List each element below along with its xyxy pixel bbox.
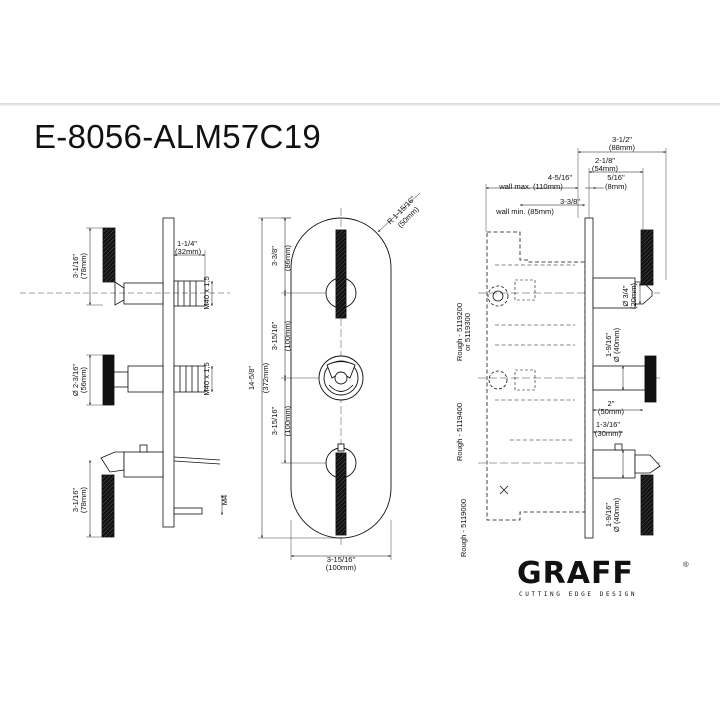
dim-depth-50-mm: (50mm)	[598, 407, 625, 416]
rough-top-line2: or 5119300	[463, 313, 472, 351]
dim-plate-thk-val: 5/16"	[607, 173, 625, 182]
dim-plate-height-val: 14-5/8"	[247, 366, 256, 391]
dim-spacing-upper-val: 3-15/16"	[270, 321, 279, 350]
front-top-handle	[325, 229, 357, 319]
dim-wall-max: wall max. (110mm)	[498, 182, 563, 191]
page-title: E-8056-ALM57C19	[34, 118, 321, 155]
install-bottom-handle	[592, 443, 661, 536]
dim-plate-thk-mm: (8mm)	[605, 182, 627, 191]
dim-depth-30-val: 1-3/16"	[596, 420, 621, 429]
dim-diverter-dia-mm: (56mm)	[79, 366, 88, 393]
dim-mid-dia-val: 1-9/16"	[604, 333, 613, 358]
dim-bot-dia-mm: Ø (40mm)	[612, 497, 621, 532]
dim-wall-max-val: 4-5/16"	[548, 173, 573, 182]
dim-thread-mid: M40 x 1,5	[202, 362, 211, 395]
dim-mid-dia-mm: Ø (40mm)	[612, 327, 621, 362]
side-bottom-handle	[100, 444, 221, 538]
side-view	[20, 217, 230, 538]
dim-total-depth-mm: (88mm)	[609, 143, 636, 152]
dim-spacing-upper-mm: (100mm)	[283, 320, 292, 351]
dim-bottom-handle-h-mm: (78mm)	[79, 486, 88, 513]
dim-spacing-lower-mm: (100mm)	[283, 405, 292, 436]
dim-screw: M4	[220, 495, 229, 506]
dim-depth-54-val: 2-1/8"	[595, 156, 615, 165]
front-bottom-handle	[325, 443, 357, 536]
side-view-labels: 3-1/16" (78mm) 1-1/4" (32mm) M40 x 1,5 M…	[71, 239, 229, 513]
dim-top-offset-mm: (86mm)	[283, 244, 292, 271]
rough-mid: Rough - 5119400	[455, 403, 464, 461]
install-diverter-handle	[592, 355, 657, 403]
front-diverter-handle	[318, 355, 364, 401]
front-view	[258, 192, 421, 560]
dim-wall-min-val: 3-3/8"	[560, 197, 580, 206]
dim-bottom-handle-h-val: 3-1/16"	[71, 488, 80, 513]
brand-registered-mark: ®	[683, 560, 689, 569]
rough-bot: Rough - 5119000	[459, 499, 468, 557]
dim-thread-top: M40 x 1,5	[202, 276, 211, 309]
dim-depth-54-mm: (54mm)	[592, 164, 619, 173]
rough-top-line1: Rough - 5119200	[455, 303, 464, 361]
dim-top-dia-val: Ø 3/4"	[621, 285, 630, 307]
dim-total-depth-val: 3-1/2"	[612, 135, 632, 144]
dim-depth-50-val: 2"	[608, 399, 615, 408]
dim-cartridge-len-mm: (32mm)	[175, 247, 202, 256]
dim-diverter-dia-val: Ø 2-3/16"	[71, 364, 80, 397]
dim-wall-min: wall min. (85mm)	[495, 207, 554, 216]
dim-bot-dia-val: 1-9/16"	[604, 503, 613, 528]
side-plate	[162, 217, 175, 528]
side-top-handle	[20, 227, 230, 307]
install-view-labels: 3-1/2" (88mm) 2-1/8" (54mm) 4-5/16" wall…	[455, 135, 638, 557]
dim-top-offset-val: 3-3/8"	[270, 246, 279, 266]
side-diverter-handle	[102, 354, 206, 406]
header-rule	[0, 103, 720, 106]
dim-cartridge-len-val: 1-1/4"	[177, 239, 197, 248]
dim-depth-30-mm: (30mm)	[595, 429, 622, 438]
install-view	[478, 148, 667, 539]
dim-top-handle-h-mm: (78mm)	[79, 252, 88, 279]
dim-top-dia-mm: (20mm)	[629, 282, 638, 309]
dim-plate-height-mm: (372mm)	[261, 362, 270, 393]
dim-plate-width-mm: (100mm)	[326, 563, 357, 572]
brand-logo: GRAFF ® CUTTING EDGE DESIGN	[517, 556, 689, 598]
dim-spacing-lower-val: 3-15/16"	[270, 406, 279, 435]
dim-plate-width-val: 3-15/16"	[327, 555, 356, 564]
dim-top-handle-h-val: 3-1/16"	[71, 254, 80, 279]
brand-tagline: CUTTING EDGE DESIGN	[519, 591, 637, 598]
brand-name: GRAFF	[517, 556, 634, 591]
